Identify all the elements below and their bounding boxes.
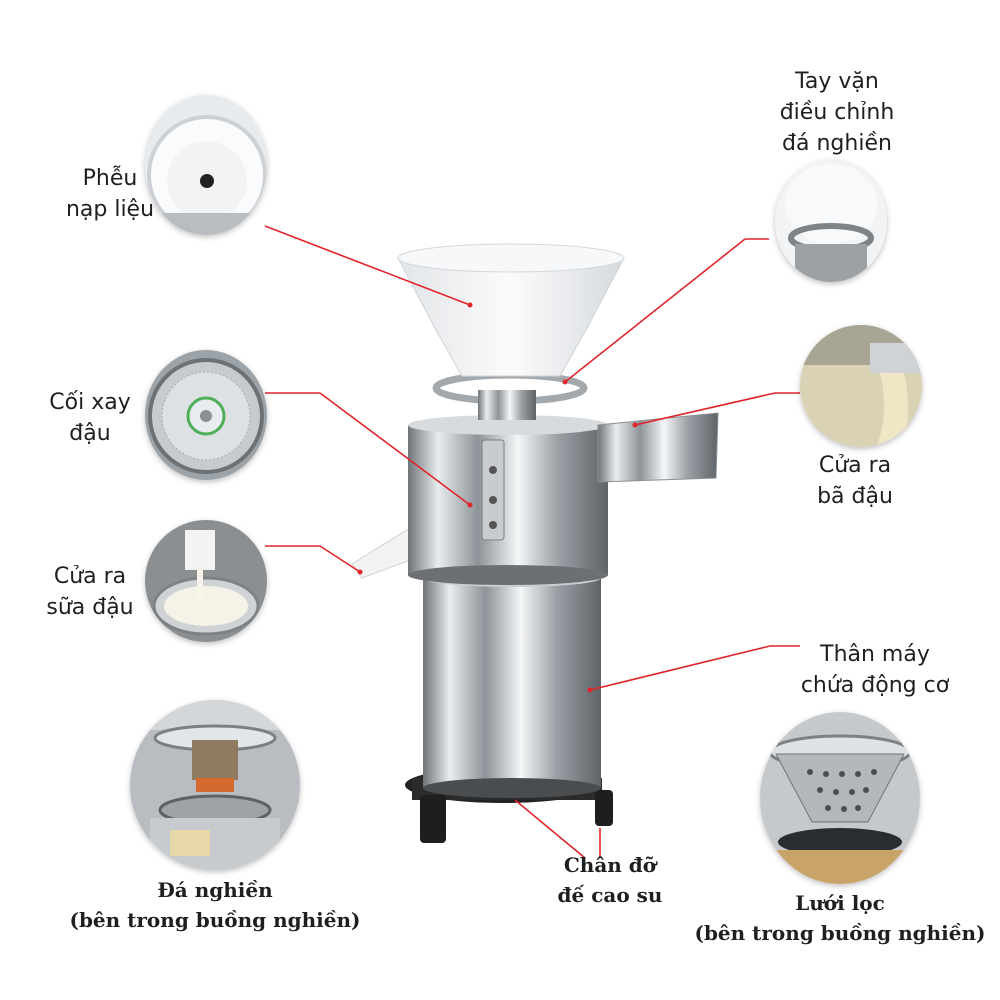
rubber-feet-label: Chân đỡ đế cao su <box>545 850 675 910</box>
label-line: đế cao su <box>557 883 663 907</box>
label-line: sữa đậu <box>46 595 134 620</box>
pulp-outlet-photo-icon <box>800 325 922 447</box>
grinding-chamber-shape <box>408 412 719 585</box>
label-line: chứa động cơ <box>800 673 950 698</box>
adjust-handle-label: Tay vặn điều chỉnh đá nghiền <box>762 66 912 159</box>
label-line: đá nghiền <box>782 131 892 156</box>
label-line: Chân đỡ <box>563 853 657 877</box>
label-line: bã đậu <box>817 484 893 509</box>
filter-mesh-photo-icon <box>760 712 920 884</box>
label-line: Cửa ra <box>53 564 127 589</box>
leader-lines <box>264 225 800 859</box>
pulp-outlet-label: Cửa ra bã đậu <box>800 450 910 512</box>
label-line: Phễu <box>82 166 138 191</box>
grinding-stone-label: Đá nghiền (bên trong buồng nghiền) <box>40 875 390 935</box>
hopper-shape <box>397 243 625 377</box>
motor-body-shape <box>423 569 601 798</box>
motor-body-label: Thân máy chứa động cơ <box>775 639 975 701</box>
label-line: nạp liệu <box>65 197 155 222</box>
milk-outlet-photo-icon <box>145 520 267 642</box>
label-line: Thân máy <box>820 642 930 667</box>
hopper-photo-icon <box>145 95 267 235</box>
label-line: Tay vặn <box>795 69 879 94</box>
label-line: (bên trong buồng nghiền) <box>694 921 986 945</box>
label-line: Lưới lọc <box>795 891 885 915</box>
label-line: Cối xay <box>49 390 131 415</box>
label-line: đậu <box>69 421 111 446</box>
label-line: Đá nghiền <box>157 878 273 902</box>
label-line: Cửa ra <box>818 453 892 478</box>
grinder-bowl-photo-icon <box>145 350 267 480</box>
label-line: (bên trong buồng nghiền) <box>69 908 361 932</box>
grinding-stone-photo-icon <box>130 700 300 870</box>
filter-mesh-label: Lưới lọc (bên trong buồng nghiền) <box>690 888 990 948</box>
milk-outlet-label: Cửa ra sữa đậu <box>30 561 150 623</box>
hopper-label: Phễu nạp liệu <box>40 163 180 225</box>
label-line: điều chỉnh <box>779 100 895 125</box>
grinder-bowl-label: Cối xay đậu <box>30 387 150 449</box>
adjust-handle-photo-icon <box>775 160 887 282</box>
